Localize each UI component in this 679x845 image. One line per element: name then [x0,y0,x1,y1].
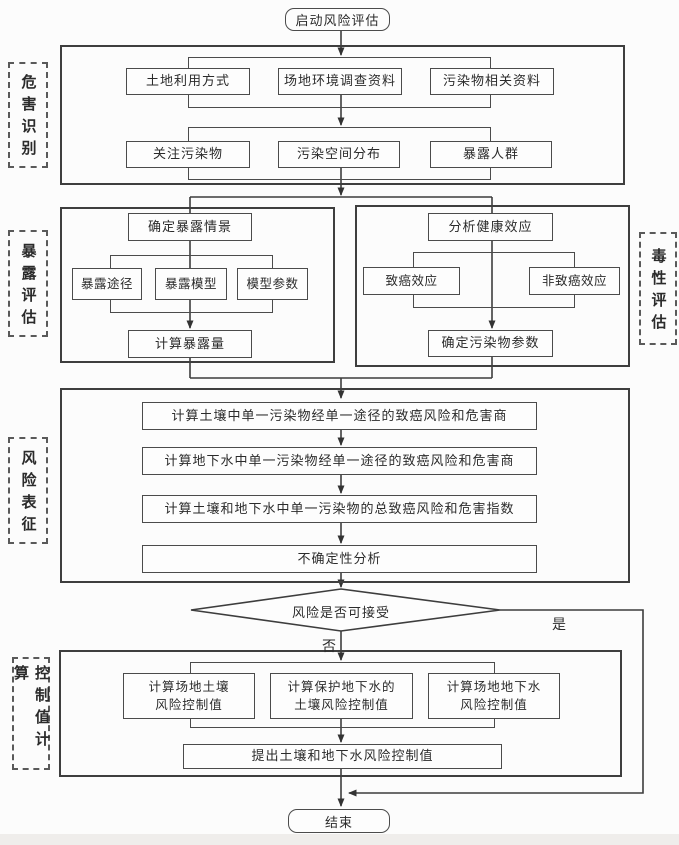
decision-diamond [190,588,501,632]
decision-label: 风险是否可接受 [291,605,390,620]
toxicity-section-frame [355,205,630,367]
node-land-use: 土地利用方式 [126,68,250,95]
exposure-side-label: 暴露评估 [8,230,48,337]
node-site-groundwater-control-line1: 计算场地地下水 [446,679,542,694]
node-site-survey-data: 场地环境调查资料 [278,68,402,95]
node-model-parameters: 模型参数 [237,268,308,300]
node-health-effects: 分析健康效应 [428,213,553,241]
hazard-section-frame [60,45,625,185]
node-pollutant-parameters: 确定污染物参数 [428,330,553,357]
node-uncertainty-analysis: 不确定性分析 [142,545,537,573]
toxicity-side-label: 毒性评估 [639,232,677,345]
control-section-frame [59,650,622,777]
characterization-section-frame [60,388,630,583]
node-calc-exposure: 计算暴露量 [128,330,252,358]
node-pollutant-data: 污染物相关资料 [430,68,554,95]
node-start: 启动风险评估 [285,8,390,31]
node-site-groundwater-control: 计算场地地下水 风险控制值 [428,673,560,719]
node-pollutants-of-concern: 关注污染物 [126,141,250,168]
node-carcinogenic-effect: 致癌效应 [363,267,460,295]
node-site-soil-control: 计算场地土壤 风险控制值 [123,673,255,719]
characterization-side-label: 风险表征 [8,437,48,544]
node-groundwater-single-risk: 计算地下水中单一污染物经单一途径的致癌风险和危害商 [142,447,537,475]
node-site-groundwater-control-line2: 风险控制值 [460,698,528,712]
node-exposure-pathway: 暴露途径 [72,268,142,300]
bottom-strip [0,834,679,845]
node-site-soil-control-line2: 风险控制值 [155,698,223,712]
node-soil-single-risk: 计算土壤中单一污染物经单一途径的致癌风险和危害商 [142,402,537,430]
node-end: 结束 [288,809,390,833]
decision-no-label: 否 [322,638,336,654]
node-protect-groundwater-soil-control: 计算保护地下水的 土壤风险控制值 [270,673,413,719]
node-total-risk-index: 计算土壤和地下水中单一污染物的总致癌风险和危害指数 [142,495,537,523]
node-protect-groundwater-soil-control-line1: 计算保护地下水的 [287,679,396,694]
control-side-label: 控制值计算 [12,657,50,770]
node-noncarcinogenic-effect: 非致癌效应 [529,267,620,295]
hazard-side-label: 危害识别 [8,62,48,168]
decision-yes-label: 是 [552,616,566,632]
node-site-soil-control-line1: 计算场地土壤 [148,679,230,694]
node-protect-groundwater-soil-control-line2: 土壤风险控制值 [294,698,389,712]
node-exposed-population: 暴露人群 [430,141,552,168]
node-propose-control-values: 提出土壤和地下水风险控制值 [183,744,502,769]
node-exposure-scenario: 确定暴露情景 [128,213,252,241]
exposure-section-frame [60,207,335,363]
node-exposure-model: 暴露模型 [155,268,227,300]
node-pollution-distribution: 污染空间分布 [278,141,400,168]
